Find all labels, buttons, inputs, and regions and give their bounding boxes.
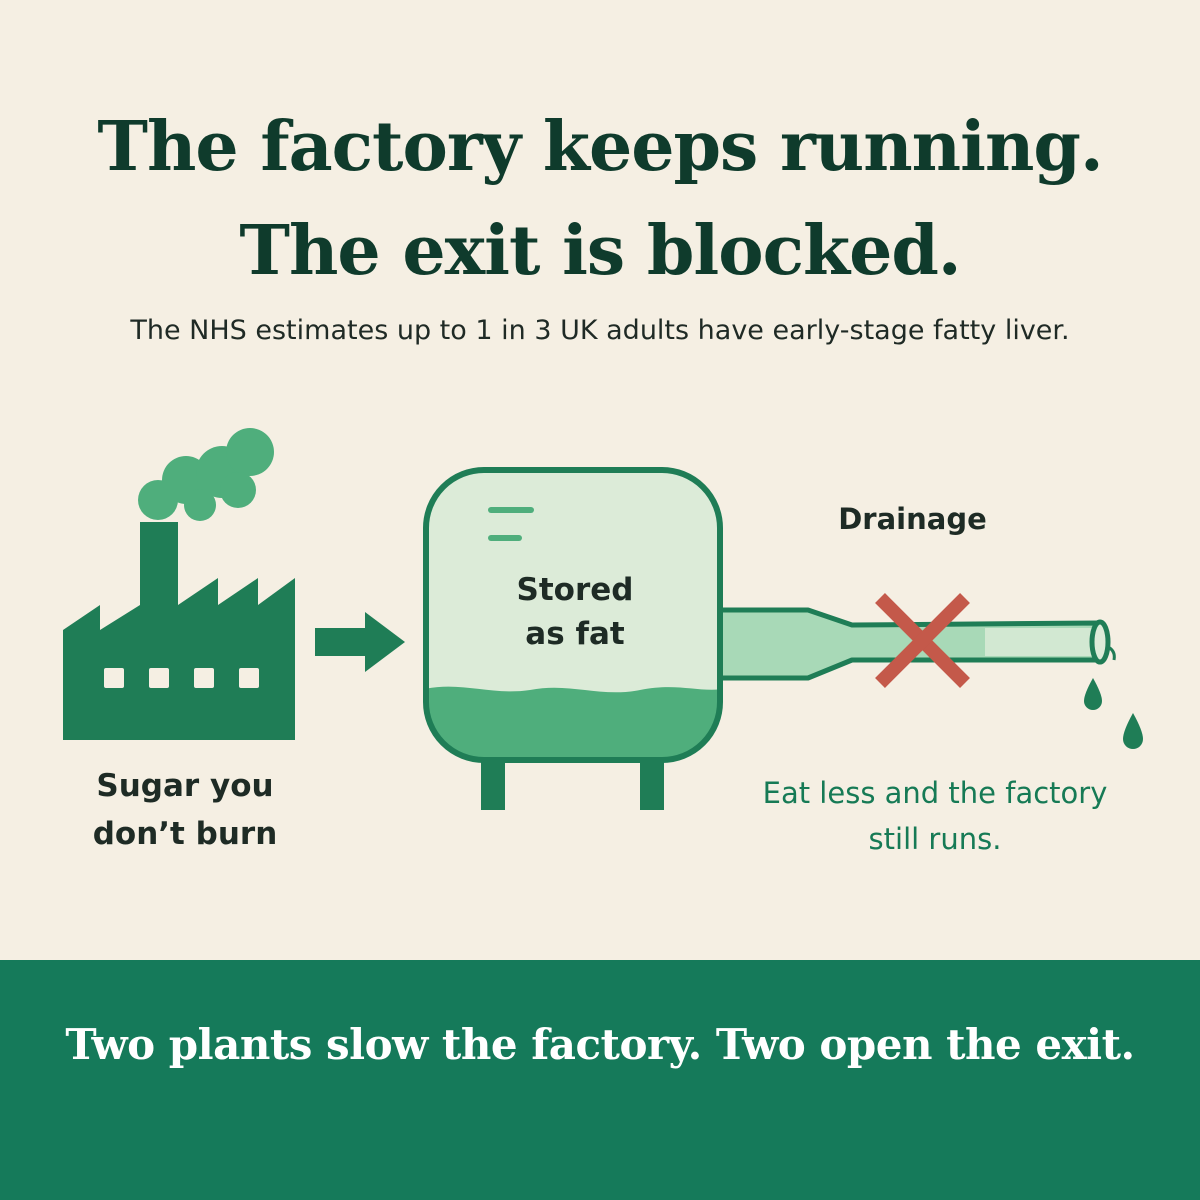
factory-icon <box>63 428 295 740</box>
factory-label-line-1: Sugar you <box>96 768 274 804</box>
storage-tank-icon <box>423 467 723 763</box>
factory-windows <box>104 668 259 688</box>
red-x-icon <box>875 593 970 688</box>
drainage-label: Drainage <box>838 502 987 536</box>
footer-text: Two plants slow the factory. Two open th… <box>65 1020 1135 1069</box>
subtitle: The NHS estimates up to 1 in 3 UK adults… <box>130 315 1070 346</box>
droplet-icon <box>1084 678 1143 749</box>
diagram <box>63 428 1143 810</box>
footer-banner <box>0 960 1200 1200</box>
drain-caption-line-2: still runs. <box>868 822 1002 856</box>
tank-label: Stored as fat <box>460 568 690 656</box>
drain-caption-line-1: Eat less and the factory <box>762 776 1108 810</box>
tank-label-line-2: as fat <box>525 616 625 652</box>
drain-pipe-icon <box>715 607 1116 681</box>
factory-label: Sugar you don’t burn <box>60 762 310 858</box>
smoke-icon <box>138 428 274 521</box>
right-arrow-icon <box>315 612 405 672</box>
drain-caption: Eat less and the factory still runs. <box>730 770 1140 862</box>
headline-line-1: The factory keeps running. <box>97 107 1103 187</box>
headline: The factory keeps running. The exit is b… <box>0 95 1200 303</box>
tank-label-line-1: Stored <box>516 572 634 608</box>
factory-label-line-2: don’t burn <box>92 816 278 852</box>
headline-line-2: The exit is blocked. <box>239 211 961 291</box>
